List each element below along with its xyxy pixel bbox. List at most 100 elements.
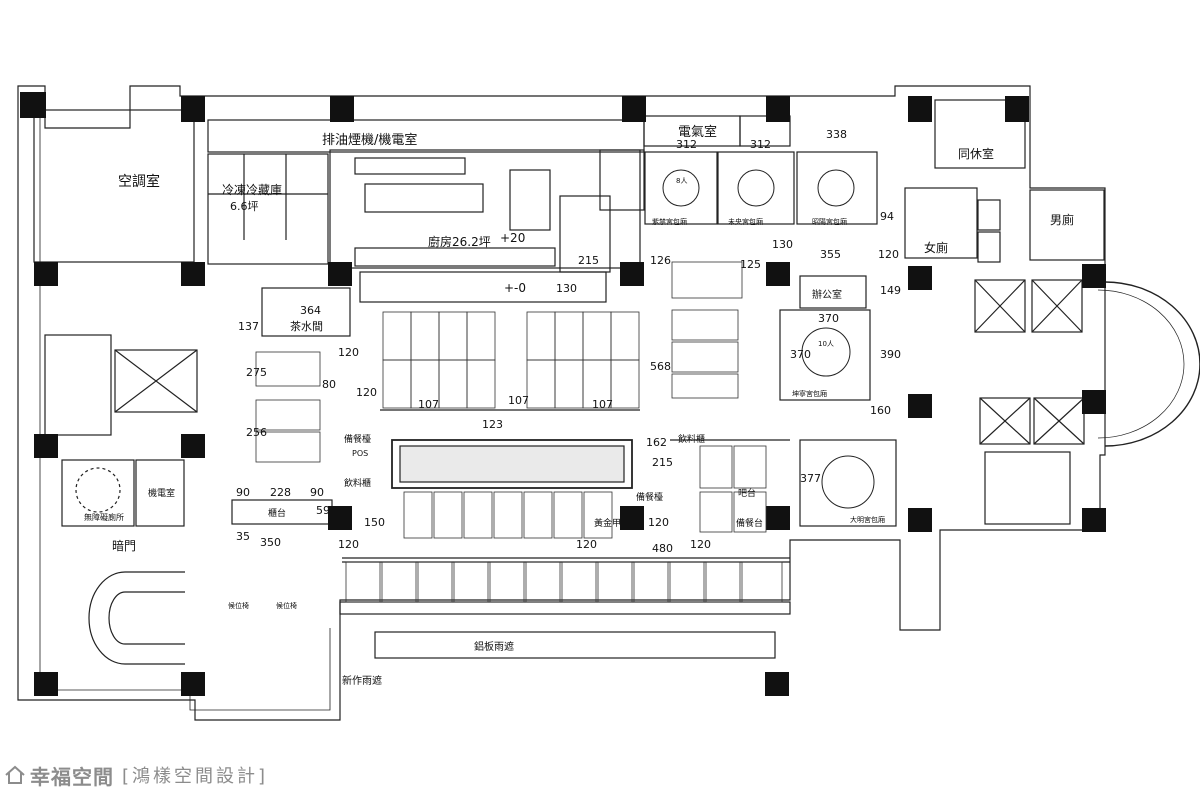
dim-228: 228 (270, 486, 291, 499)
dim-126: 126 (650, 254, 671, 267)
vip-room-4-label: 坤寧宮包廂 (792, 389, 827, 398)
waiting-seat-1: 候位椅 (228, 601, 249, 610)
pos-label: POS (352, 449, 368, 458)
vip-room-1 (644, 151, 718, 225)
dining-tables-left (255, 351, 321, 463)
dim-120e: 120 (338, 538, 359, 551)
new-canopy-label: 新作雨遮 (342, 674, 382, 687)
vip-4-seats: 10人 (818, 340, 834, 348)
dim-215a: 215 (578, 254, 599, 267)
vip-room-4 (779, 309, 871, 401)
gold-table (391, 439, 633, 489)
dim-355: 355 (820, 248, 841, 261)
service-table-label: 備餐台 (736, 517, 763, 529)
dim-90a: 90 (236, 486, 250, 499)
structural-columns (20, 92, 1106, 696)
mechanical-room (135, 459, 185, 527)
dining-booths-upper (382, 261, 743, 409)
dim-35: 35 (236, 530, 250, 543)
room-freezer-area: 6.6坪 (230, 200, 259, 213)
room-office: 辦公室 (812, 288, 842, 301)
dim-370b: 370 (790, 348, 811, 361)
dim-120d: 120 (648, 516, 669, 529)
aluminium-canopy-label: 鋁板雨遮 (474, 640, 514, 653)
service-label-2: 備餐檯 (636, 491, 663, 503)
dimension-labels: 338 312 312 94 355 120 130 125 126 215 1… (236, 128, 901, 555)
inner-wall (30, 99, 331, 711)
office-room (799, 275, 867, 309)
dim-364: 364 (300, 304, 321, 317)
dim-90b: 90 (310, 486, 324, 499)
elevator-right-2 (979, 397, 1031, 445)
dim-59: 59 (316, 504, 330, 517)
room-kitchen: 廚房26.2坪 (428, 234, 491, 249)
dim-568: 568 (650, 360, 671, 373)
watermark-credit: [鴻樣空間設計] (122, 766, 269, 787)
room-men-wc: 男廁 (1050, 212, 1074, 227)
men-wc (1029, 189, 1105, 261)
elevator-right-1 (974, 279, 1026, 333)
kitchen-level: +20 (500, 231, 525, 245)
room-aircon: 空調室 (118, 173, 160, 190)
dim-256: 256 (246, 426, 267, 439)
freezer-room (207, 153, 329, 265)
dining-booths-lower (345, 445, 783, 603)
dim-125: 125 (740, 258, 761, 271)
room-mechanical: 機電室 (148, 487, 175, 499)
dim-480: 480 (652, 542, 673, 555)
vip-room-5-label: 大明宮包廂 (850, 515, 885, 524)
stair-bottom-left (88, 571, 185, 665)
tea-room (261, 287, 351, 337)
dim-80: 80 (322, 378, 336, 391)
staff-rest-room (934, 99, 1026, 169)
accessible-wc (61, 459, 135, 527)
stair-left (44, 334, 112, 436)
room-accessible-wc: 無障礙廁所 (84, 512, 124, 522)
vip-room-3 (796, 151, 878, 225)
dim-312b: 312 (750, 138, 771, 151)
kitchen-room (329, 149, 641, 269)
dim-338: 338 (826, 128, 847, 141)
dim-120b: 120 (338, 346, 359, 359)
round-tables (662, 169, 875, 509)
dim-215b: 215 (652, 456, 673, 469)
dim-137: 137 (238, 320, 259, 333)
room-exhaust: 排油煙機/機電室 (322, 132, 417, 148)
dim-162: 162 (646, 436, 667, 449)
drink-label-1: 飲料櫃 (344, 477, 371, 489)
gold-table-label: 黃金甲 (594, 517, 621, 529)
counter-label: 櫃台 (268, 507, 286, 519)
dim-107a: 107 (418, 398, 439, 411)
dim-120f: 120 (576, 538, 597, 551)
aluminium-canopy (374, 631, 776, 659)
waiting-seat-2: 候位椅 (276, 601, 297, 610)
dim-130b: 130 (556, 282, 577, 295)
dim-120a: 120 (878, 248, 899, 261)
dim-120g: 120 (690, 538, 711, 551)
vip-room-3-label: 昭陽宮包廂 (812, 217, 847, 226)
watermark-brand: 幸福空間 (30, 764, 114, 789)
women-wc (904, 187, 978, 259)
dim-94: 94 (880, 210, 894, 223)
room-tea: 茶水間 (290, 320, 323, 333)
dim-150: 150 (364, 516, 385, 529)
dim-312a: 312 (676, 138, 697, 151)
vip-room-2 (717, 151, 795, 225)
dim-107c: 107 (592, 398, 613, 411)
vip-room-5 (799, 439, 897, 527)
vip-1-seats: 8人 (676, 177, 687, 185)
room-freezer: 冷凍冷藏庫 (222, 183, 282, 197)
bar-counter-label: 吧台 (738, 487, 756, 499)
dim-120c: 120 (356, 386, 377, 399)
vip-room-1-label: 紫禁宮包廂 (652, 217, 687, 226)
aircon-room (33, 109, 195, 263)
dim-370a: 370 (818, 312, 839, 325)
dim-390: 390 (880, 348, 901, 361)
house-logo-icon (5, 765, 25, 784)
dim-377: 377 (800, 472, 821, 485)
room-women-wc: 女廁 (924, 240, 948, 255)
elevator-left (114, 349, 198, 413)
watermark: 幸福空間 [鴻樣空間設計] (4, 758, 268, 792)
dim-130a: 130 (772, 238, 793, 251)
